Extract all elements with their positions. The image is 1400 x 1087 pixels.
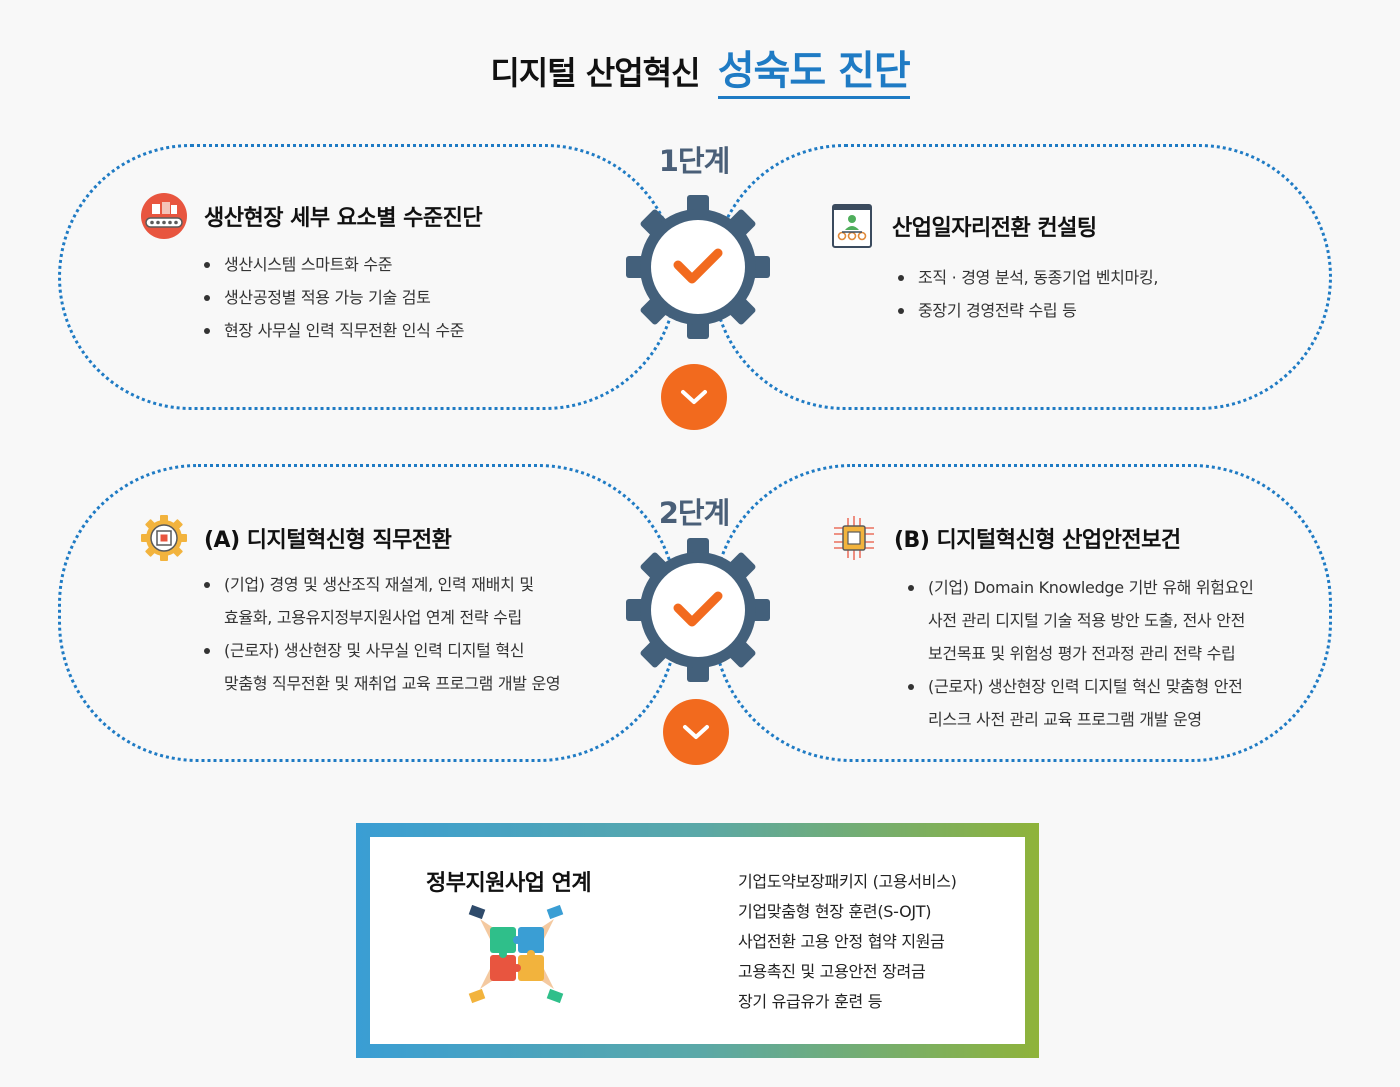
list-item: (근로자) 생산현장 인력 디지털 혁신 맞춤형 안전 리스크 사전 관리 교육… (908, 670, 1254, 736)
list-item-line: (기업) Domain Knowledge 기반 유해 위험요인 (928, 578, 1254, 597)
list-item-line: 맞춤형 직무전환 및 재취업 교육 프로그램 개발 운영 (224, 674, 561, 693)
list-item: 고용촉진 및 고용안전 장려금 (738, 962, 926, 981)
gov-program-box: 정부지원사업 연계 기업도약보장패키지 (고용서비스) 기업맞춤형 현장 훈련(… (356, 823, 1039, 1058)
list-item: 중장기 경영전략 수립 등 (897, 294, 1158, 327)
gov-program-list: 기업도약보장패키지 (고용서비스) 기업맞춤형 현장 훈련(S-OJT) 사업전… (738, 867, 957, 1017)
stage2-left-heading: (A) 디지털혁신형 직무전환 (140, 514, 452, 562)
stage1-right-list: 조직 · 경영 분석, 동종기업 벤치마킹, 중장기 경영전략 수립 등 (897, 261, 1158, 327)
list-item: (기업) 경영 및 생산조직 재설계, 인력 재배치 및 효율화, 고용유지정부… (203, 568, 560, 634)
list-item: 장기 유급유가 훈련 등 (738, 992, 883, 1011)
list-item-line: 효율화, 고용유지정부지원사업 연계 전략 수립 (224, 608, 522, 627)
page-title-highlight: 성숙도 진단 (717, 48, 911, 99)
list-item: 현장 사무실 인력 직무전환 인식 수준 (203, 314, 465, 347)
gear-check-icon (626, 195, 770, 339)
circuit-chip-icon (834, 516, 874, 560)
list-item: (기업) Domain Knowledge 기반 유해 위험요인 사전 관리 디… (908, 571, 1254, 670)
chevron-down-icon (683, 725, 709, 739)
conveyor-factory-icon (141, 193, 187, 239)
list-item-line: (근로자) 생산현장 및 사무실 인력 디지털 혁신 (224, 641, 525, 660)
page-title-main: 디지털 산업혁신 (490, 54, 700, 92)
puzzle-hands-icon (468, 905, 564, 1004)
list-item-line: 보건목표 및 위험성 평가 전과정 관리 전략 수립 (928, 644, 1236, 663)
page-title: 디지털 산업혁신 성숙도 진단 (0, 38, 1400, 99)
stage2-label: 2단계 (658, 496, 731, 530)
list-item-line: (기업) 경영 및 생산조직 재설계, 인력 재배치 및 (224, 575, 534, 594)
list-item-line: (근로자) 생산현장 인력 디지털 혁신 맞춤형 안전 (928, 677, 1243, 696)
gear-check-icon (626, 538, 770, 682)
stage2-left-heading-text: (A) 디지털혁신형 직무전환 (204, 528, 452, 553)
next-stage-button[interactable] (661, 364, 727, 430)
stage1-right-heading-text: 산업일자리전환 컨설팅 (892, 216, 1097, 241)
chip-gear-icon (141, 515, 187, 561)
gov-program-title: 정부지원사업 연계 (426, 871, 592, 896)
gov-program-inner: 정부지원사업 연계 기업도약보장패키지 (고용서비스) 기업맞춤형 현장 훈련(… (370, 837, 1025, 1044)
stage1-label: 1단계 (658, 144, 731, 178)
chevron-down-icon (681, 390, 707, 404)
list-item: 기업도약보장패키지 (고용서비스) (738, 872, 957, 891)
list-item-line: 리스크 사전 관리 교육 프로그램 개발 운영 (928, 710, 1202, 729)
list-item: 생산시스템 스마트화 수준 (203, 248, 464, 281)
list-item: (근로자) 생산현장 및 사무실 인력 디지털 혁신 맞춤형 직무전환 및 재취… (203, 634, 561, 700)
stage2-left-list: (기업) 경영 및 생산조직 재설계, 인력 재배치 및 효율화, 고용유지정부… (203, 568, 561, 700)
stage1-right-heading: 산업일자리전환 컨설팅 (828, 202, 1097, 250)
stage2-right-heading: (B) 디지털혁신형 산업안전보건 (830, 514, 1181, 562)
stage1-left-heading-text: 생산현장 세부 요소별 수준진단 (204, 206, 483, 231)
stage1-left-heading: 생산현장 세부 요소별 수준진단 (140, 192, 483, 240)
next-stage-button[interactable] (663, 699, 729, 765)
list-item: 생산공정별 적용 가능 기술 검토 (203, 281, 464, 314)
list-item: 사업전환 고용 안정 협약 지원금 (738, 932, 945, 951)
stage2-right-heading-text: (B) 디지털혁신형 산업안전보건 (894, 528, 1181, 553)
org-chart-document-icon (832, 204, 872, 248)
list-item: 기업맞춤형 현장 훈련(S-OJT) (738, 902, 932, 921)
list-item-line: 사전 관리 디지털 기술 적용 방안 도출, 전사 안전 (928, 611, 1246, 630)
stage1-left-list: 생산시스템 스마트화 수준 생산공정별 적용 가능 기술 검토 현장 사무실 인… (203, 248, 465, 347)
list-item: 조직 · 경영 분석, 동종기업 벤치마킹, (897, 261, 1158, 294)
stage2-right-list: (기업) Domain Knowledge 기반 유해 위험요인 사전 관리 디… (908, 571, 1254, 736)
